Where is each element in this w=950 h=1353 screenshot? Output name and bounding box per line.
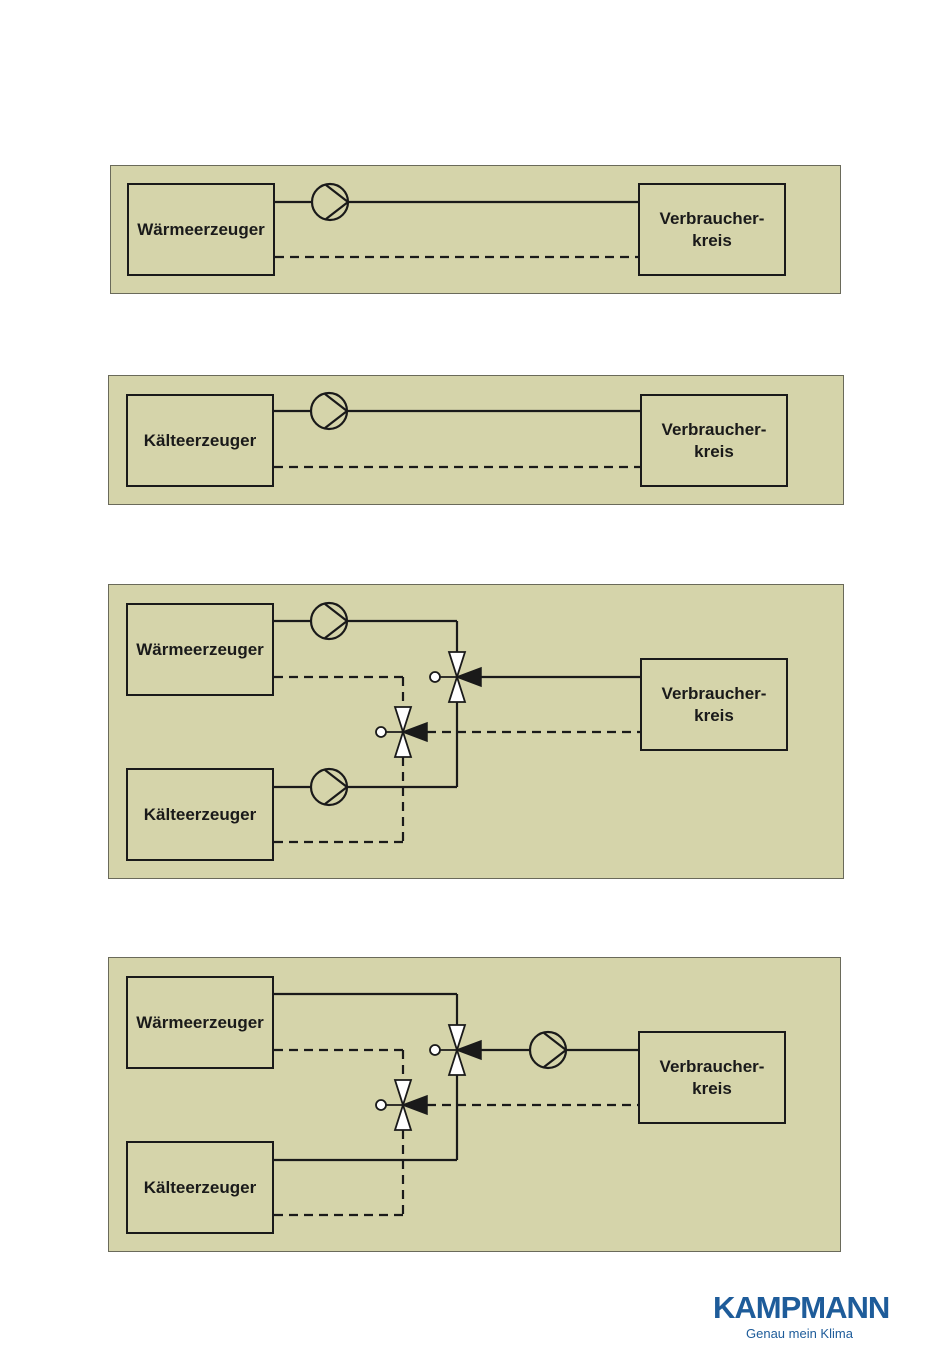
kampmann-logo: KAMPMANN Genau mein Klima <box>713 1290 853 1350</box>
three-way-valve-icon <box>430 1025 481 1075</box>
logo-wordmark: KAMPMANN <box>713 1290 889 1326</box>
pump-icon <box>311 603 347 639</box>
pump-icon <box>311 393 347 429</box>
three-way-valve-icon <box>376 707 427 757</box>
three-way-valve-icon <box>376 1080 427 1130</box>
pump-icon <box>530 1032 566 1068</box>
pump-icon <box>312 184 348 220</box>
three-way-valve-icon <box>430 652 481 702</box>
logo-tagline: Genau mein Klima <box>746 1326 853 1341</box>
pump-icon <box>311 769 347 805</box>
